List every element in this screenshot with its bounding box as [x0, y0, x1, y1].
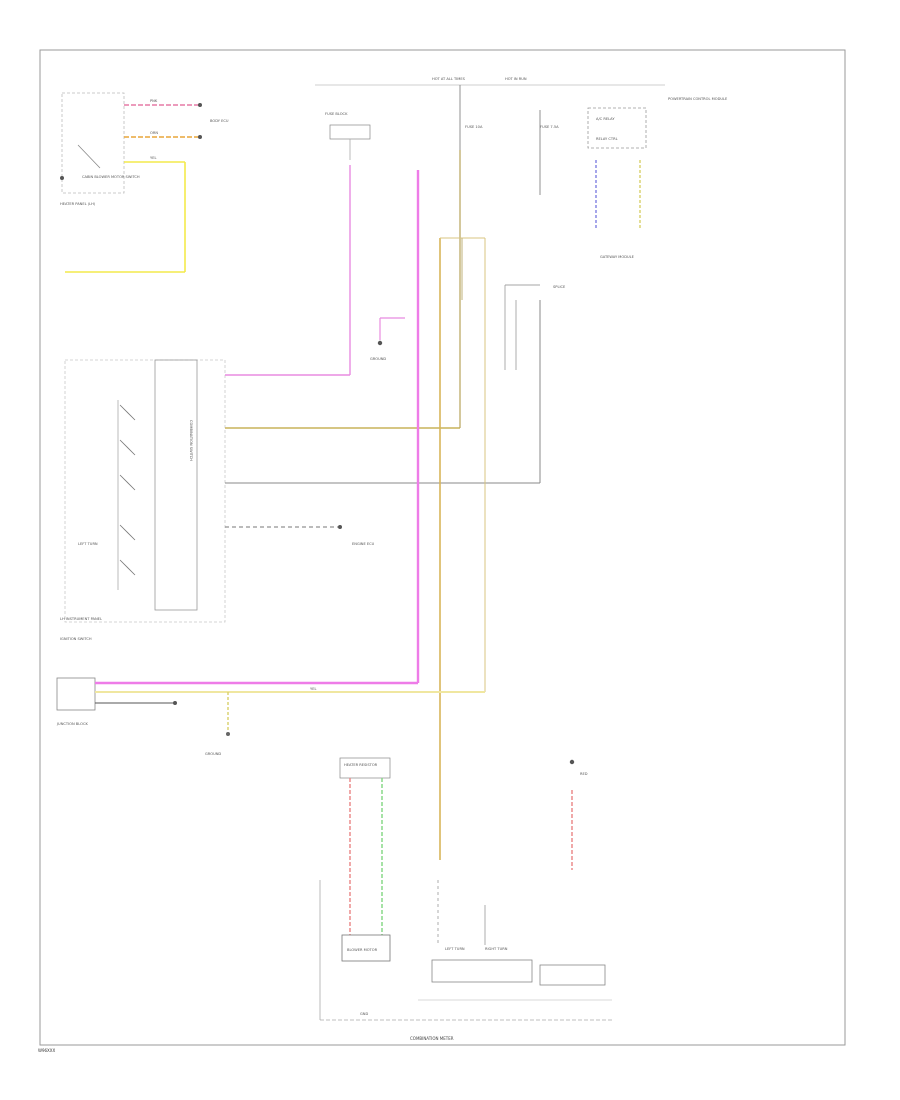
label-blower-motor-switch: CABIN BLOWER MOTOR SWITCH [82, 175, 140, 179]
label-heater-resistor: HEATER RESISTOR [344, 763, 378, 767]
page-code: W96XXX [38, 1048, 56, 1053]
label-left-turn: LEFT TURN [445, 947, 465, 951]
label-turn-signal: LEFT TURN [78, 542, 98, 546]
label-right-turn: RIGHT TURN [485, 947, 508, 951]
combination-meter: LEFT TURN RIGHT TURN GND COMBINATION MET… [319, 880, 612, 1041]
label-fuse-7-5a: FUSE 7.5A [540, 125, 559, 129]
label-gateway-module: GATEWAY MODULE [600, 255, 635, 259]
label-wire-red: RED [580, 772, 588, 776]
diagram-frame [39, 49, 846, 1046]
label-wire-yel-2: YEL [310, 687, 316, 691]
label-wire-pnk-1: PNK [150, 99, 158, 103]
label-splice: SPLICE [553, 285, 566, 289]
heater-panel-group: CABIN BLOWER MOTOR SWITCH HEATER PANEL (… [60, 92, 229, 273]
label-combination-meter: COMBINATION METER [410, 1036, 454, 1041]
label-fuse-block: FUSE BLOCK [325, 112, 348, 116]
label-lh-instrument-panel: LH INSTRUMENT PANEL [60, 617, 102, 621]
label-ground-2: GROUND [205, 752, 221, 756]
label-heater-panel: HEATER PANEL (LH) [60, 202, 96, 206]
label-blower-motor: BLOWER MOTOR [347, 948, 378, 952]
ac-relay: A/C RELAY RELAY CTRL GATEWAY MODULE POWE… [587, 97, 728, 259]
label-body-ecu: BODY ECU [210, 119, 229, 123]
junction-block: JUNCTION BLOCK GROUND YEL [56, 677, 485, 756]
label-junction-block: JUNCTION BLOCK [56, 722, 88, 726]
label-wire-orn-1: ORN [150, 131, 158, 135]
label-relay-ctrl: RELAY CTRL [596, 137, 618, 141]
label-fuse-10a: FUSE 10A [465, 125, 483, 129]
label-wire-yel-1: YEL [150, 156, 156, 160]
label-hot-at-all-times: HOT AT ALL TIMES [432, 77, 466, 81]
label-powertrain-ecu: POWERTRAIN CONTROL MODULE [668, 97, 728, 101]
fuse-block: FUSE BLOCK FUSE 10A FUSE 7.5A [325, 85, 559, 195]
label-ground-1: GROUND [370, 357, 386, 361]
label-engine-ecu: ENGINE ECU [352, 542, 375, 546]
label-ac-relay: A/C RELAY [596, 117, 615, 121]
blower-motor: HEATER RESISTOR BLOWER MOTOR [339, 757, 391, 962]
label-combination-switch: COMBINATION SWITCH [189, 420, 193, 461]
label-hot-in-run: HOT IN RUN [505, 77, 527, 81]
combination-switch-group: COMBINATION SWITCH LEFT TURN LH INSTRUME… [60, 359, 226, 641]
label-gnd: GND [360, 1012, 368, 1016]
label-ignition-switch: IGNITION SWITCH [60, 637, 92, 641]
